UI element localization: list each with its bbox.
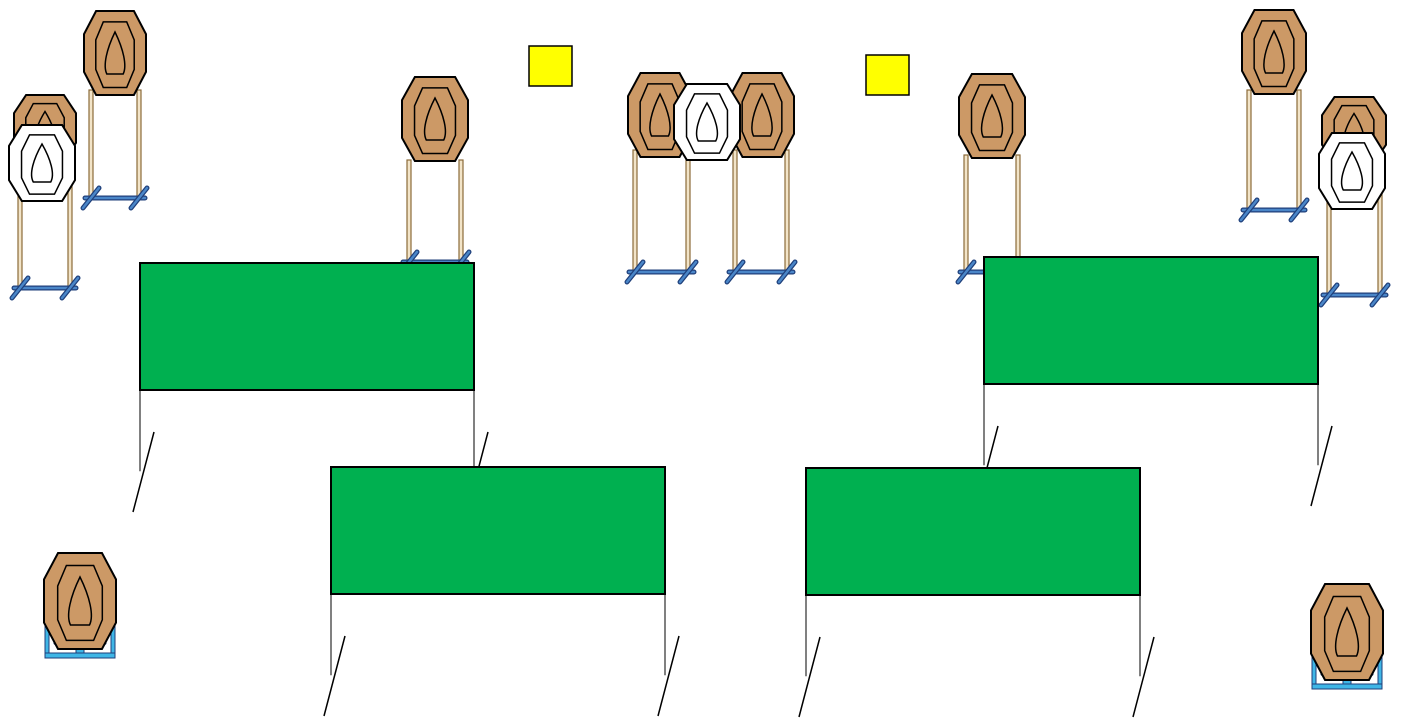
wall-brace: [132, 431, 155, 513]
target-center-zone: [1334, 606, 1360, 657]
marker-left: [528, 45, 573, 87]
swinger-frame-base: [1311, 683, 1383, 690]
stand-foot-highlight: [725, 260, 745, 284]
stand-pole: [1015, 154, 1021, 273]
target-inner-zone: [741, 83, 783, 151]
target-center-zone: [423, 96, 447, 141]
wall-bottom-right: [798, 467, 1155, 718]
stand-foot-highlight: [956, 260, 976, 284]
target-far-right-back: [1238, 9, 1310, 223]
target-center-left: [398, 76, 472, 275]
stand-foot-highlight: [129, 186, 149, 210]
wall-panel: [139, 262, 475, 391]
stand-pole: [685, 149, 691, 273]
wall-panel: [805, 467, 1141, 596]
target-inner-zone: [20, 134, 64, 195]
target-outline: [1310, 583, 1384, 681]
wall-panel: [330, 466, 666, 595]
stand-pole: [632, 149, 638, 273]
target-center-zone: [695, 101, 719, 142]
target-inner-zone: [95, 21, 135, 89]
stand-pole: [1246, 89, 1252, 211]
stand-foot-highlight: [81, 186, 101, 210]
target-outline: [401, 76, 469, 162]
stand-foot-highlight: [1370, 283, 1390, 307]
stand-foot-highlight: [1319, 283, 1339, 307]
wall-top-right: [976, 256, 1333, 507]
target-center-zone: [1263, 29, 1285, 74]
target-center-zone: [980, 93, 1004, 138]
marker-right: [865, 54, 910, 96]
target-inner-zone: [1323, 595, 1371, 673]
target-center-zone: [649, 92, 671, 137]
wall-brace: [1310, 425, 1333, 507]
target-outline: [83, 10, 147, 96]
stand-pole: [458, 159, 464, 263]
wall-brace: [323, 635, 346, 717]
swinger-frame-base: [44, 652, 116, 659]
target-center-zone: [104, 30, 126, 75]
target-outline: [673, 83, 741, 161]
wall-panel: [983, 256, 1319, 385]
stand-pole: [784, 149, 790, 273]
stand-foot-highlight: [777, 260, 797, 284]
target-inner-zone: [970, 84, 1014, 152]
target-outline: [958, 73, 1026, 159]
target-inner-zone: [685, 93, 729, 154]
stand-pole: [406, 159, 412, 263]
wall-bottom-left: [323, 466, 680, 717]
stand-pole: [1296, 89, 1302, 211]
no-shoot-far-right: [1318, 132, 1386, 210]
stand-foot-highlight: [60, 276, 80, 300]
target-inner-zone: [1253, 20, 1295, 88]
target-center-zone: [1340, 150, 1364, 191]
stand-pole: [963, 154, 969, 273]
target-outline: [43, 552, 117, 650]
target-inner-zone: [639, 83, 681, 151]
stand-pole: [136, 89, 142, 199]
stand-foot-highlight: [625, 260, 645, 284]
wall-brace: [1132, 636, 1155, 718]
stand-foot-highlight: [1289, 198, 1309, 222]
wall-top-left: [132, 262, 489, 513]
no-shoot-center: [673, 83, 741, 161]
wall-brace: [657, 635, 680, 717]
target-center-zone: [67, 575, 93, 626]
no-shoot-far-left: [8, 124, 76, 202]
stand-foot-highlight: [10, 276, 30, 300]
stand-pole: [732, 149, 738, 273]
target-outline: [1318, 132, 1386, 210]
stand-pole: [88, 89, 94, 199]
target-inner-zone: [413, 87, 457, 155]
target-center-pair-right: [724, 72, 798, 285]
swinger-bottom-left: [43, 552, 117, 659]
target-center-right: [955, 73, 1029, 285]
target-center-zone: [751, 92, 773, 137]
stand-foot-highlight: [678, 260, 698, 284]
stand-foot-highlight: [1239, 198, 1259, 222]
target-outline: [8, 124, 76, 202]
target-far-left-back: [80, 10, 150, 211]
wall-brace: [798, 636, 821, 718]
target-outline: [1241, 9, 1307, 95]
target-inner-zone: [1330, 142, 1374, 203]
swinger-bottom-right: [1310, 583, 1384, 690]
target-center-zone: [30, 142, 54, 183]
target-inner-zone: [56, 564, 104, 642]
